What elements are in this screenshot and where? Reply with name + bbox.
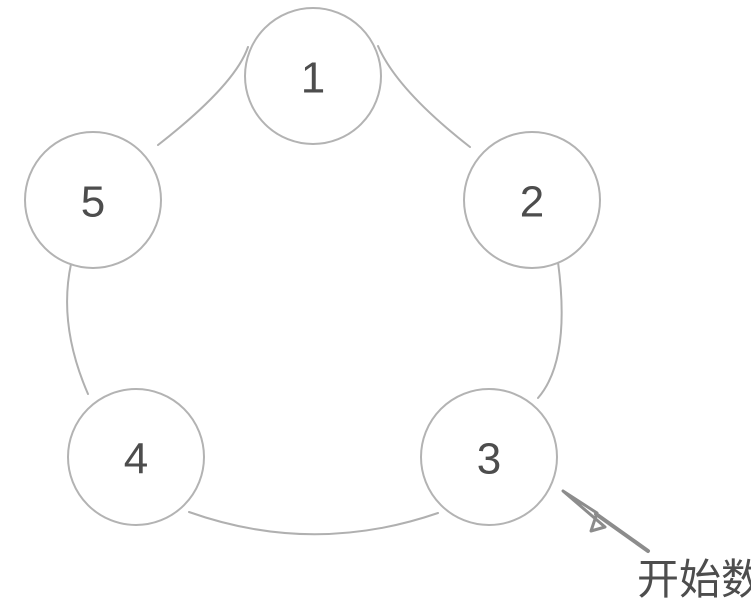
node-5-circle[interactable]	[24, 131, 162, 269]
link-1-2	[377, 45, 471, 148]
link-4-5	[66, 263, 89, 395]
start-number-label: 开始数	[637, 555, 751, 603]
link-5-1	[157, 46, 249, 146]
arrow-shaft-line	[594, 512, 650, 553]
node-4-label: 4	[124, 435, 148, 484]
node-3-circle[interactable]	[420, 388, 558, 526]
node-1[interactable]: 1	[244, 7, 382, 145]
node-1-circle[interactable]	[244, 7, 382, 145]
node-2-circle[interactable]	[463, 131, 601, 269]
link-2-3	[537, 261, 563, 399]
node-1-label: 1	[301, 54, 325, 103]
arrow-head-open-triangle	[561, 489, 607, 533]
node-3[interactable]: 3	[420, 388, 558, 526]
start-number-arrow	[561, 489, 650, 553]
link-group	[66, 45, 563, 536]
node-5-label: 5	[81, 178, 105, 227]
node-4-circle[interactable]	[67, 388, 205, 526]
node-4[interactable]: 4	[67, 388, 205, 526]
node-2[interactable]: 2	[463, 131, 601, 269]
node-2-label: 2	[520, 178, 544, 227]
link-3-4	[188, 511, 439, 536]
node-group: 1 2 3 4 5	[24, 7, 601, 526]
node-3-label: 3	[477, 435, 501, 484]
node-5[interactable]: 5	[24, 131, 162, 269]
